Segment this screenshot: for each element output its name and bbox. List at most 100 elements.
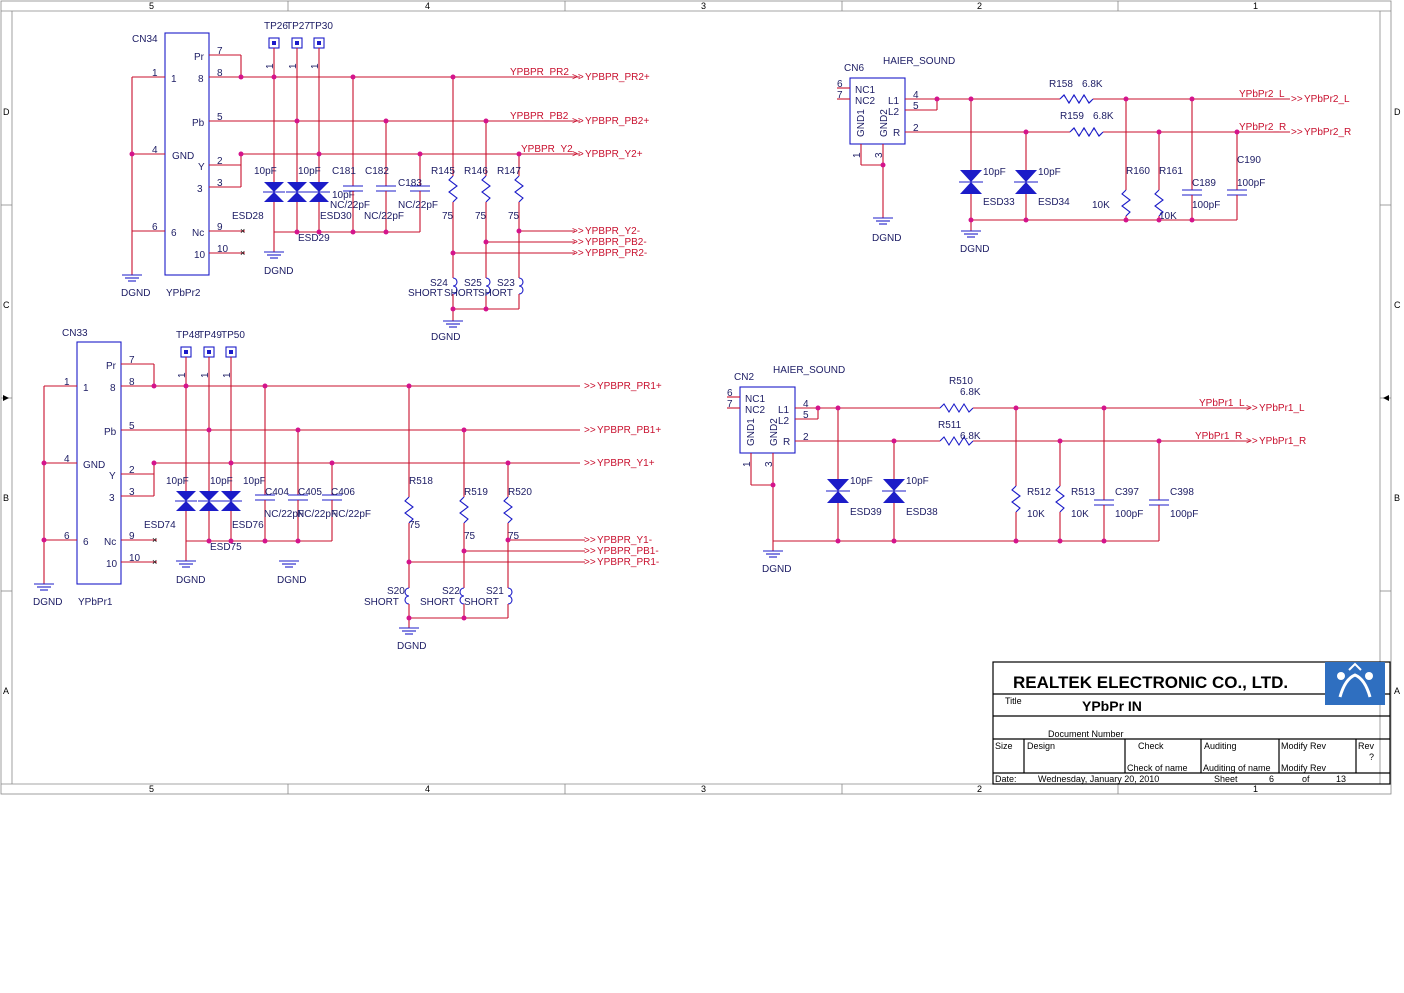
- resistor-ref: R512: [1027, 487, 1051, 498]
- svg-text:6: 6: [837, 79, 843, 90]
- svg-text:6: 6: [64, 531, 70, 542]
- pin-num: 10: [194, 250, 206, 261]
- border-row-left: A: [3, 686, 9, 696]
- svg-text:×: ×: [240, 226, 245, 236]
- svg-text:NC1: NC1: [745, 394, 765, 405]
- svg-text:8: 8: [110, 383, 116, 394]
- resistor-val: 10K: [1092, 200, 1110, 211]
- realtek-logo: [1325, 662, 1385, 705]
- cap-val: NC/22pF: [364, 211, 404, 222]
- date-label: Date:: [995, 774, 1017, 784]
- docnum-label: Document Number: [1048, 729, 1124, 739]
- border-row-right: B: [1394, 493, 1400, 503]
- border-col-bottom: 1: [1253, 784, 1258, 794]
- svg-text:4: 4: [803, 399, 809, 410]
- of-label: of: [1302, 774, 1310, 784]
- border-col-top: 2: [977, 1, 982, 11]
- net-label: YPBPR_PB2: [510, 111, 569, 122]
- diode-cap: 10pF: [166, 476, 189, 487]
- svg-text:8: 8: [217, 68, 223, 79]
- svg-text:L2: L2: [888, 107, 900, 118]
- port-label: YPbPr1_R: [1259, 436, 1306, 447]
- diode-ref: ESD33: [983, 197, 1015, 208]
- short-ref: S23: [497, 278, 515, 289]
- connector-name: HAIER_SOUND: [883, 56, 955, 67]
- svg-text:5: 5: [217, 112, 223, 123]
- svg-text:>>: >>: [572, 72, 584, 83]
- diode-cap: 10pF: [298, 166, 321, 177]
- pin-label: Nc: [192, 228, 204, 239]
- svg-text:6: 6: [83, 537, 89, 548]
- diode-cap: 10pF: [332, 190, 355, 201]
- resistor-ref: R145: [431, 166, 455, 177]
- svg-text:>>: >>: [584, 546, 596, 557]
- svg-text:>>: >>: [584, 381, 596, 392]
- esd-diode-array: [263, 182, 330, 202]
- diode-ref: ESD76: [232, 520, 264, 531]
- border-row-right: D: [1394, 107, 1401, 117]
- port-label: YPbPr2_R: [1304, 127, 1351, 138]
- pin-num: 3: [197, 184, 203, 195]
- connector-cn2-body: [739, 386, 796, 454]
- svg-text:>>: >>: [1246, 403, 1258, 414]
- diode-ref: ESD38: [906, 507, 938, 518]
- pin-label: Pr: [106, 361, 117, 372]
- diode-ref: ESD75: [210, 542, 242, 553]
- cap-ref: C397: [1115, 487, 1139, 498]
- cap-ref: C189: [1192, 178, 1216, 189]
- testpoint-label: TP50: [221, 330, 245, 341]
- svg-text:>>: >>: [584, 535, 596, 546]
- gnd-label: DGND: [176, 575, 205, 586]
- gnd-label: DGND: [277, 575, 306, 586]
- resistor-val: 75: [475, 211, 487, 222]
- svg-text:1: 1: [222, 372, 233, 378]
- size-label: Size: [995, 741, 1013, 751]
- cap-ref: C190: [1237, 155, 1261, 166]
- border-col-bottom: 2: [977, 784, 982, 794]
- svg-text:NC2: NC2: [855, 96, 875, 107]
- pin-num: 8: [198, 74, 204, 85]
- cap-val: 100pF: [1237, 178, 1265, 189]
- cap-ref: C405: [298, 487, 322, 498]
- gnd-label: DGND: [960, 244, 989, 255]
- testpoint-label: TP49: [198, 330, 222, 341]
- svg-text:GND2: GND2: [769, 418, 780, 446]
- cap-val: 100pF: [1192, 200, 1220, 211]
- resistor-val: 10K: [1071, 509, 1089, 520]
- pin-label: Pr: [194, 52, 205, 63]
- title-label: Title: [1005, 696, 1022, 706]
- resistor-ref: R520: [508, 487, 532, 498]
- diode-ref: ESD28: [232, 211, 264, 222]
- svg-text:3: 3: [217, 178, 223, 189]
- border-row-right: C: [1394, 300, 1401, 310]
- svg-text:1: 1: [83, 383, 89, 394]
- resistor-ref: R147: [497, 166, 521, 177]
- cap-val: NC/22pF: [398, 200, 438, 211]
- short-ref: S21: [486, 586, 504, 597]
- svg-text:R: R: [783, 437, 790, 448]
- svg-text:×: ×: [152, 557, 157, 567]
- short-val: SHORT: [364, 597, 399, 608]
- net-label: YPBPR_PR2: [510, 67, 569, 78]
- svg-text:>>: >>: [584, 557, 596, 568]
- port-label: YPBPR_Y2+: [585, 149, 643, 160]
- svg-text:10: 10: [217, 244, 229, 255]
- check-label: Check: [1138, 741, 1164, 751]
- resistor-ref: R146: [464, 166, 488, 177]
- resistor-val: 6.8K: [960, 431, 981, 442]
- svg-text:4: 4: [64, 454, 70, 465]
- resistor-val: 75: [508, 211, 520, 222]
- svg-text:>>: >>: [584, 458, 596, 469]
- resistor-val: 10K: [1027, 509, 1045, 520]
- border-col-bottom: 4: [425, 784, 430, 794]
- diode-cap: 10pF: [243, 476, 266, 487]
- port-label: YPBPR_Y1-: [597, 535, 652, 546]
- border-col-top: 4: [425, 1, 430, 11]
- gnd-label: DGND: [121, 288, 150, 299]
- svg-text:7: 7: [837, 90, 843, 101]
- port-label: YPBPR_PB2+: [585, 116, 649, 127]
- border-col-bottom: 5: [149, 784, 154, 794]
- net-label: YPbPr2_R: [1239, 122, 1286, 133]
- border-col-top: 1: [1253, 1, 1258, 11]
- svg-text:4: 4: [913, 90, 919, 101]
